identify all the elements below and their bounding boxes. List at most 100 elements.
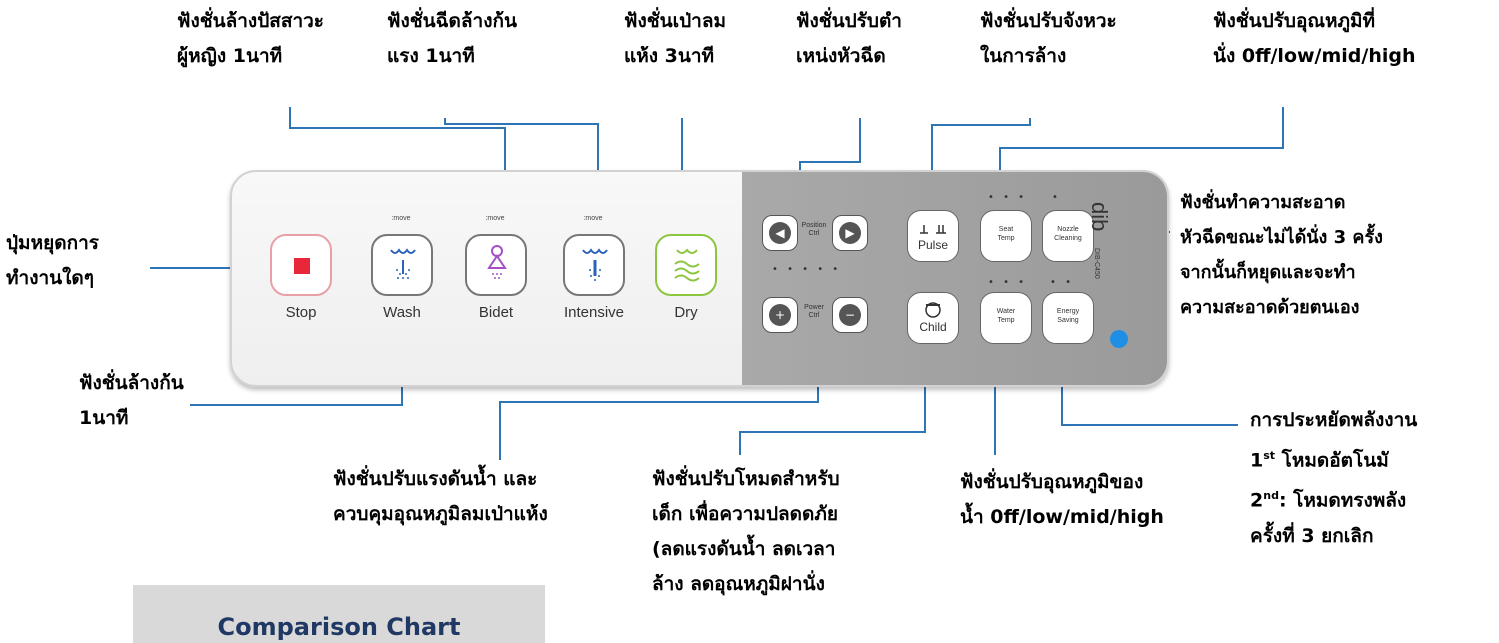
power-minus-button[interactable]: −	[832, 297, 868, 333]
stop-caption: Stop	[285, 304, 317, 321]
label-water-temp: ฟังชั่นปรับอุณหภูมิของ น้ำ 0ff/low/mid/h…	[960, 465, 1164, 535]
label-dry-line2: แห้ง 3นาที	[624, 45, 715, 67]
energy-saving-line2: Saving	[1057, 317, 1079, 324]
water-temp-dots: • • •	[988, 277, 1028, 288]
energy-sup1: st	[1263, 449, 1276, 462]
label-female-wash: ฟังชั่นล้างปัสสาวะ ผู้หญิง 1นาที	[177, 4, 324, 74]
control-panel-grey-section	[742, 172, 1167, 385]
status-indicator	[1110, 330, 1128, 348]
pulse-icon	[920, 225, 946, 234]
label-wash-line1: ฟังชั่นล้างก้น	[79, 372, 184, 394]
label-water-temp-line1: ฟังชั่นปรับอุณหภูมิของ	[960, 471, 1144, 493]
position-right-button[interactable]: ▶	[832, 215, 868, 251]
label-nozzle-line1: ฟังชั่นทำความสะอาด	[1180, 192, 1346, 213]
label-child-line2: เด็ก เพื่อความปลดดภัย	[652, 503, 838, 525]
label-nozzle-line2: หัวฉีดขณะไม่ได้นั่ง 3 ครั้ง	[1180, 227, 1383, 248]
stop-button[interactable]	[270, 234, 332, 296]
position-ctrl-line1: Position	[801, 222, 827, 229]
label-nozzle-line3: จากนั้นก็หยุดและจะทำ	[1180, 262, 1356, 283]
label-energy-line4: ครั้งที่ 3 ยกเลิก	[1250, 524, 1374, 547]
comparison-chart-title: Comparison Chart	[217, 613, 461, 641]
label-nozzle: ฟังชั่นทำความสะอาด หัวฉีดขณะไม่ได้นั่ง 3…	[1180, 185, 1383, 325]
position-left-button[interactable]: ◀	[762, 215, 798, 251]
energy-num2: 2	[1250, 489, 1264, 512]
label-stop-line1: ปุ่มหยุดการ	[6, 232, 99, 254]
wash-caption: Wash	[383, 304, 421, 321]
label-energy: การประหยัดพลังงาน 1st โหมดอัตโนมั 2nd: โ…	[1250, 403, 1417, 554]
intensive-button[interactable]	[563, 234, 625, 296]
nozzle-cleaning-line2: Cleaning	[1054, 235, 1082, 242]
label-dry: ฟังชั่นเป่าลม แห้ง 3นาที	[624, 4, 726, 74]
comparison-chart-header: Comparison Chart	[133, 585, 545, 643]
label-female-wash-line1: ฟังชั่นล้างปัสสาวะ	[177, 10, 324, 32]
pulse-button[interactable]: Pulse	[907, 210, 959, 262]
label-pulse: ฟังชั่นปรับจังหวะ ในการล้าง	[980, 4, 1117, 74]
label-energy-line2: 1st โหมดอัตโนมั	[1250, 438, 1417, 478]
arrow-left-icon: ◀	[769, 222, 791, 244]
label-position-line1: ฟังชั่นปรับตำ	[796, 10, 902, 32]
water-temp-line1: Water	[996, 308, 1016, 315]
seat-temp-dots: • • •	[988, 192, 1028, 203]
label-seat-temp-line2: นั่ง 0ff/low/mid/high	[1213, 45, 1416, 67]
intensive-caption: Intensive	[563, 304, 625, 321]
plus-icon: +	[769, 304, 791, 326]
energy-dots: • •	[1050, 277, 1074, 288]
wash-move-label: :move	[391, 215, 411, 222]
wash-button[interactable]	[371, 234, 433, 296]
minus-icon: −	[839, 304, 861, 326]
label-wash-line2: 1นาที	[79, 407, 129, 429]
nozzle-cleaning-line1: Nozzle	[1057, 226, 1079, 233]
intensive-move-label: :move	[583, 215, 603, 222]
child-caption: Child	[919, 320, 947, 334]
label-stop-line2: ทำงานใดๆ	[6, 267, 94, 289]
bidet-caption: Bidet	[478, 304, 514, 321]
energy-sup2: nd	[1263, 489, 1279, 503]
energy-num1: 1	[1250, 449, 1264, 472]
wash-icon	[390, 248, 416, 279]
label-seat-temp-line1: ฟังชั่นปรับอุณหภูมิที่	[1213, 10, 1376, 32]
leader-female-wash	[289, 107, 506, 205]
power-plus-button[interactable]: +	[762, 297, 798, 333]
dry-button[interactable]	[655, 234, 717, 296]
label-energy-line3: 2nd: โหมดทรงพลัง	[1250, 478, 1417, 518]
label-seat-temp: ฟังชั่นปรับอุณหภูมิที่ นั่ง 0ff/low/mid/…	[1213, 4, 1416, 74]
brand-logo: dib	[1087, 202, 1112, 232]
child-icon	[925, 302, 941, 318]
model-number: DIB-C450	[1093, 248, 1100, 279]
seat-temp-line2: Temp	[997, 235, 1015, 242]
power-level-dots: • • • • •	[772, 264, 842, 275]
label-child: ฟังชั่นปรับโหมดสำหรับ เด็ก เพื่อความปลดด…	[652, 462, 840, 602]
label-child-line3: (ลดแรงดันน้ำ ลดเวลา	[652, 538, 836, 560]
label-pulse-line1: ฟังชั่นปรับจังหวะ	[980, 10, 1117, 32]
seat-temp-line1: Seat	[998, 226, 1014, 233]
bidet-icon	[487, 245, 507, 279]
water-temp-line2: Temp	[997, 317, 1015, 324]
label-nozzle-line4: ความสะอาดด้วยตนเอง	[1180, 297, 1360, 318]
position-ctrl-line2: Ctrl	[808, 230, 820, 237]
nozzle-dot: •	[1052, 192, 1061, 203]
dry-caption: Dry	[674, 304, 698, 321]
control-panel: Stop :move Wash :move Bidet :move Intens…	[230, 170, 1169, 387]
label-pulse-line2: ในการล้าง	[980, 45, 1067, 67]
arrow-right-icon: ▶	[839, 222, 861, 244]
label-intensive: ฟังชั่นฉีดล้างก้น แรง 1นาที	[387, 4, 517, 74]
energy-text1: โหมดอัตโนมั	[1275, 449, 1389, 472]
pulse-caption: Pulse	[917, 238, 949, 252]
leader-child	[739, 345, 926, 455]
label-water-temp-line2: น้ำ 0ff/low/mid/high	[960, 506, 1164, 528]
label-intensive-line2: แรง 1นาที	[387, 45, 475, 67]
bidet-move-label: :move	[485, 215, 505, 222]
label-position-line2: เหน่งหัวฉีด	[796, 45, 886, 67]
label-power-line2: ควบคุมอุณหภูมิลมเป่าแห้ง	[333, 503, 548, 525]
power-ctrl-line1: Power	[804, 304, 824, 311]
bidet-button[interactable]	[465, 234, 527, 296]
child-button[interactable]: Child	[907, 292, 959, 344]
intensive-icon	[582, 248, 608, 281]
label-wash: ฟังชั่นล้างก้น 1นาที	[79, 366, 184, 436]
